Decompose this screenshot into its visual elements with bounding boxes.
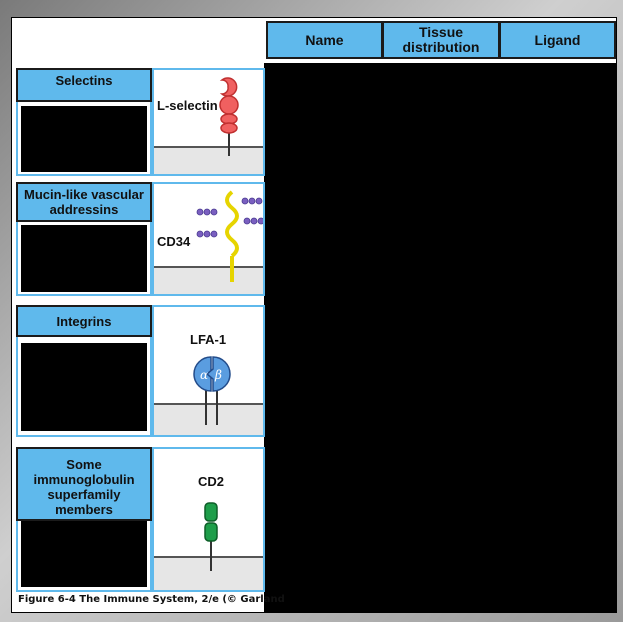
category-selectins: Selectins: [16, 68, 152, 102]
category-immunoglobulin: Some immunoglobulin superfamily members: [16, 447, 152, 521]
molecule-label: CD34: [157, 234, 191, 249]
molecule-label: CD2: [198, 474, 225, 489]
header-name: Name: [266, 21, 383, 59]
cell-membrane: [154, 403, 263, 435]
cell-membrane: [154, 266, 263, 294]
redacted-box: [21, 225, 147, 292]
redacted-box: [21, 343, 147, 431]
header-ligand: Ligand: [499, 21, 616, 59]
figure-frame: Name Tissue distribution Ligand Selectin…: [11, 17, 617, 613]
cd2-diagram: [204, 502, 218, 571]
redacted-box: [21, 521, 147, 587]
header-tissue-distribution: Tissue distribution: [382, 21, 500, 59]
redacted-panel: [264, 63, 616, 612]
category-mucin-like: Mucin-like vascular addressins: [16, 182, 152, 222]
molecule-label: L-selectin: [157, 98, 218, 113]
cd34-diagram: [196, 190, 263, 282]
category-integrins: Integrins: [16, 305, 152, 337]
redacted-box: [21, 106, 147, 172]
alpha-subunit-label: α: [200, 368, 208, 382]
molecule-panel-cd34: CD34: [152, 182, 265, 296]
l-selectin-diagram: [219, 77, 239, 156]
molecule-panel-lfa-1: LFA-1 α β: [152, 305, 265, 437]
molecule-panel-cd2: CD2: [152, 447, 265, 592]
beta-subunit-label: β: [214, 368, 222, 382]
molecule-panel-l-selectin: L-selectin: [152, 68, 265, 176]
cell-membrane: [154, 556, 263, 590]
molecule-label: LFA-1: [190, 332, 227, 347]
cell-membrane: [154, 146, 263, 174]
lfa-1-diagram: α β: [193, 356, 231, 425]
figure-caption: Figure 6-4 The Immune System, 2/e (© Gar…: [18, 594, 285, 605]
